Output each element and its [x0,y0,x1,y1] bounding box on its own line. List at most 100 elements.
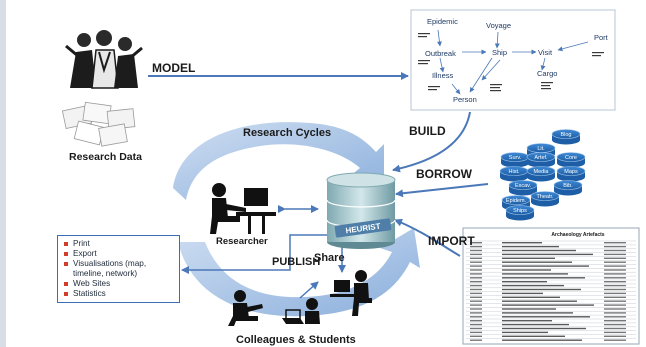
researcher-figure-icon [210,183,276,234]
publish-label: PUBLISH [272,256,321,268]
model-node-label: Cargo [537,69,557,78]
import-table-cell [604,245,626,248]
colleague-right-icon [330,270,372,316]
import-table-cell [502,320,552,322]
publish-output-item: Statistics [64,289,176,299]
model-diagram-icon [410,9,616,111]
colleague-middle-icon [282,298,320,324]
borrow-disk-label: Bib. [563,183,573,189]
import-table-cell [470,292,482,295]
research-data-notes-icon [61,101,136,147]
build-label: BUILD [409,124,446,138]
import-table-cell [502,245,559,248]
import-table-cell [470,253,482,256]
import-table-cell [470,265,482,267]
import-table-cell [470,242,482,244]
import-arrow [394,218,461,257]
borrow-disk-label: Media [534,169,550,175]
borrow-disk-label: Epidem. [506,198,527,204]
import-table-cell [604,323,626,326]
import-table-cell [604,249,626,252]
borrow-disk: Maps [556,166,586,182]
import-table-cell [502,249,576,252]
research-data-label: Research Data [69,151,142,163]
import-table-cell [470,277,482,279]
import-table-title: Archaeology Artefacts [551,232,604,238]
import-table-cell [604,320,626,322]
import-table-cell [604,296,626,298]
import-table-cell [502,296,560,298]
import-table-cell [502,331,548,334]
borrow-disk: Media [526,166,556,182]
build-arrow [392,111,471,173]
borrow-disk-label: Core [565,155,577,161]
borrow-disk: Ships [505,205,535,221]
publish-output-item: Export [64,249,176,259]
colleague-left-icon [228,290,263,326]
import-table-cell [604,327,626,330]
borrow-disk: Theatr. [530,191,560,207]
borrow-arrow [395,183,489,198]
model-node-label: Outbreak [425,49,456,58]
import-table-cell [604,265,626,267]
import-table-cell [470,245,482,248]
import-table-cell [470,273,482,275]
model-node-label: Voyage [486,21,511,30]
import-table-cell [502,300,577,302]
import-table-cell [502,292,543,295]
import-table-cell [502,316,590,318]
import-table-cell [502,269,551,271]
borrow-disk-label: Surv. [509,155,522,161]
import-table-cell [502,304,594,306]
borrow-disk: Hist. [499,166,529,182]
import-table-cell [502,261,572,263]
import-table-icon: Archaeology Artefacts [462,227,640,345]
borrow-disk: Blog [551,129,581,145]
import-table-cell [604,292,626,295]
borrow-disk-label: Lit. [537,146,545,152]
import-table-cell [604,304,626,306]
import-table-cell [470,288,482,291]
share-label: Share [314,252,345,264]
model-node-label: Epidemic [427,17,458,26]
import-table-cell [502,339,582,341]
import-table-cell [604,257,626,259]
import-table-cell [604,300,626,302]
research-cycles-label: Research Cycles [243,127,332,139]
import-table-cell [604,281,626,283]
import-table-cell [502,312,573,314]
import-table-cell [604,339,626,341]
import-table-cell [470,339,482,341]
import-table-cell [470,257,482,259]
import-label: IMPORT [428,234,475,248]
import-table-cell [502,281,547,283]
import-table-cell [502,327,586,330]
import-table-cell [470,316,482,318]
import-table-cell [470,308,482,310]
import-table-cell [604,316,626,318]
borrow-disk: Surv. [500,152,530,168]
import-table-cell [470,320,482,322]
colleagues-share-arrow [299,281,319,299]
import-table-cell [470,281,482,283]
import-table-cell [604,284,626,287]
researcher-label: Researcher [216,236,268,247]
publish-arrow [181,234,340,274]
model-node-label: Ship [492,48,507,57]
research-cycle-arrow-top [173,122,384,200]
import-table-cell [502,253,593,256]
import-table-cell [502,335,565,337]
import-table-cell [470,335,482,337]
import-table-cell [502,308,556,310]
import-table-cell [604,312,626,314]
colleagues-label: Colleagues & Students [236,334,356,346]
model-node-label: Visit [538,48,553,57]
import-table-cell [604,273,626,275]
import-table-cell [470,323,482,326]
import-table-cell [604,335,626,337]
borrow-disk: Core [556,152,586,168]
